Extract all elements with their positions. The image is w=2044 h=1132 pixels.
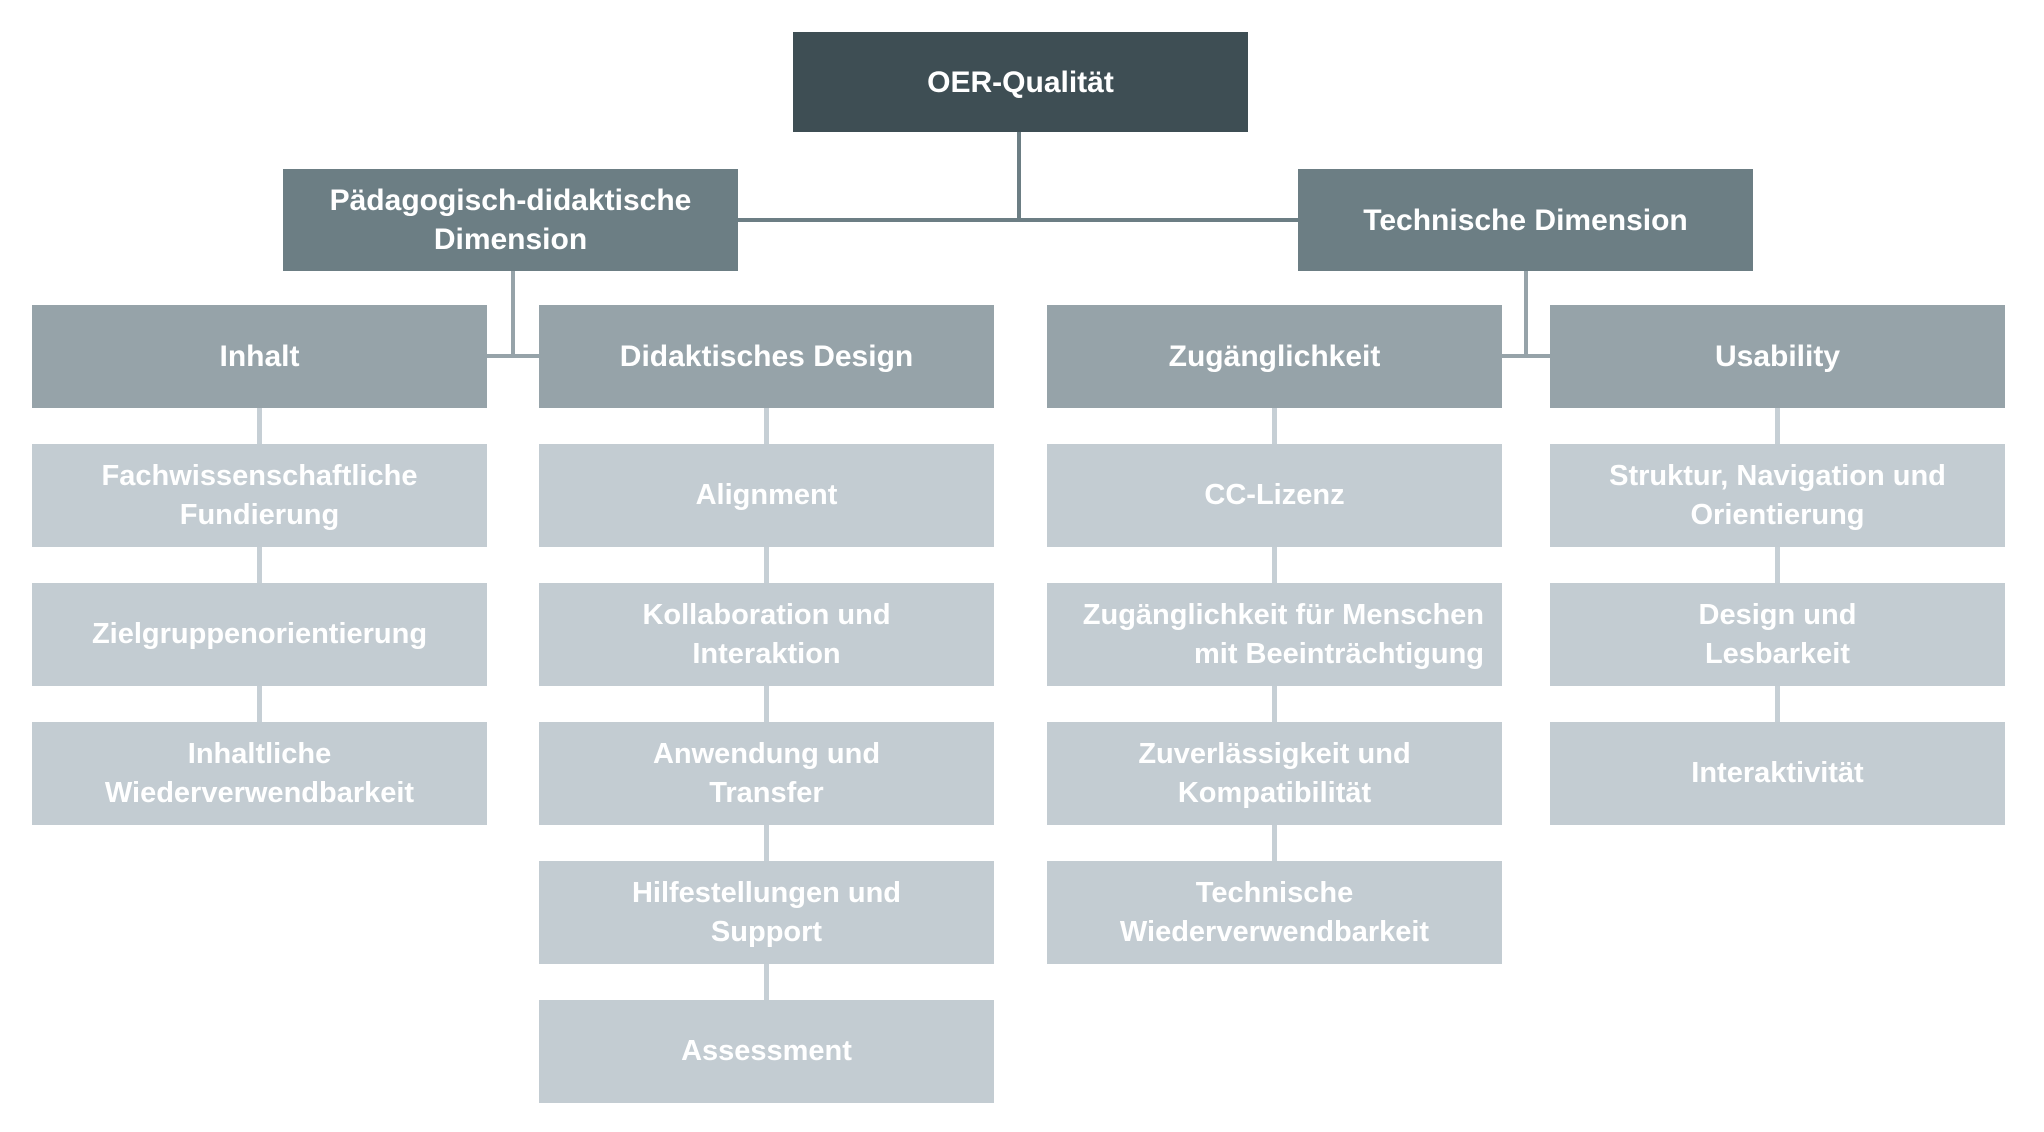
connector-technisch-vertical bbox=[1524, 271, 1528, 358]
connector-stub bbox=[1775, 408, 1780, 444]
item-design-und-lesbarkeit: Design und Lesbarkeit bbox=[1550, 583, 2005, 686]
item-technische-wiederverwendbarkeit: Technische Wiederverwendbarkeit bbox=[1047, 861, 1502, 964]
item-alignment: Alignment bbox=[539, 444, 994, 547]
connector-stub bbox=[1272, 547, 1277, 583]
item-zielgruppenorientierung: Zielgruppenorientierung bbox=[32, 583, 487, 686]
item-anwendung-und-transfer: Anwendung und Transfer bbox=[539, 722, 994, 825]
category-header-inhalt: Inhalt bbox=[32, 305, 487, 408]
connector-technisch-horizontal bbox=[1502, 354, 1550, 358]
connector-stub bbox=[764, 547, 769, 583]
item-assessment: Assessment bbox=[539, 1000, 994, 1103]
item-interaktivitaet: Interaktivität bbox=[1550, 722, 2005, 825]
dimension-box-paedagogisch-didaktisch: Pädagogisch-didaktische Dimension bbox=[283, 169, 738, 271]
item-inhaltliche-wiederverwendbarkeit: Inhaltliche Wiederverwendbarkeit bbox=[32, 722, 487, 825]
connector-stub bbox=[1272, 408, 1277, 444]
connector-stub bbox=[257, 547, 262, 583]
connector-paedagogisch-horizontal bbox=[487, 354, 539, 358]
connector-stub bbox=[257, 686, 262, 722]
connector-stub bbox=[1775, 686, 1780, 722]
item-kollaboration-und-interaktion: Kollaboration und Interaktion bbox=[539, 583, 994, 686]
connector-stub bbox=[1775, 547, 1780, 583]
root-box-oer-qualitaet: OER-Qualität bbox=[793, 32, 1248, 132]
category-header-didaktisches-design: Didaktisches Design bbox=[539, 305, 994, 408]
category-header-zugaenglichkeit: Zugänglichkeit bbox=[1047, 305, 1502, 408]
item-cc-lizenz: CC-Lizenz bbox=[1047, 444, 1502, 547]
connector-paedagogisch-vertical bbox=[511, 271, 515, 358]
item-zugaenglichkeit-fuer-menschen: Zugänglichkeit für Menschen mit Beeinträ… bbox=[1047, 583, 1502, 686]
connector-root-horizontal bbox=[738, 218, 1298, 222]
category-header-usability: Usability bbox=[1550, 305, 2005, 408]
item-zuverlaessigkeit-und-kompatibilitaet: Zuverlässigkeit und Kompatibilität bbox=[1047, 722, 1502, 825]
connector-stub bbox=[764, 964, 769, 1000]
connector-stub bbox=[764, 686, 769, 722]
dimension-box-technisch: Technische Dimension bbox=[1298, 169, 1753, 271]
connector-root-vertical bbox=[1017, 132, 1021, 222]
item-struktur-navigation-orientierung: Struktur, Navigation und Orientierung bbox=[1550, 444, 2005, 547]
connector-stub bbox=[764, 408, 769, 444]
item-hilfestellungen-und-support: Hilfestellungen und Support bbox=[539, 861, 994, 964]
connector-stub bbox=[1272, 825, 1277, 861]
connector-stub bbox=[1272, 686, 1277, 722]
item-fachwissenschaftliche-fundierung: Fachwissenschaftliche Fundierung bbox=[32, 444, 487, 547]
connector-stub bbox=[764, 825, 769, 861]
connector-stub bbox=[257, 408, 262, 444]
